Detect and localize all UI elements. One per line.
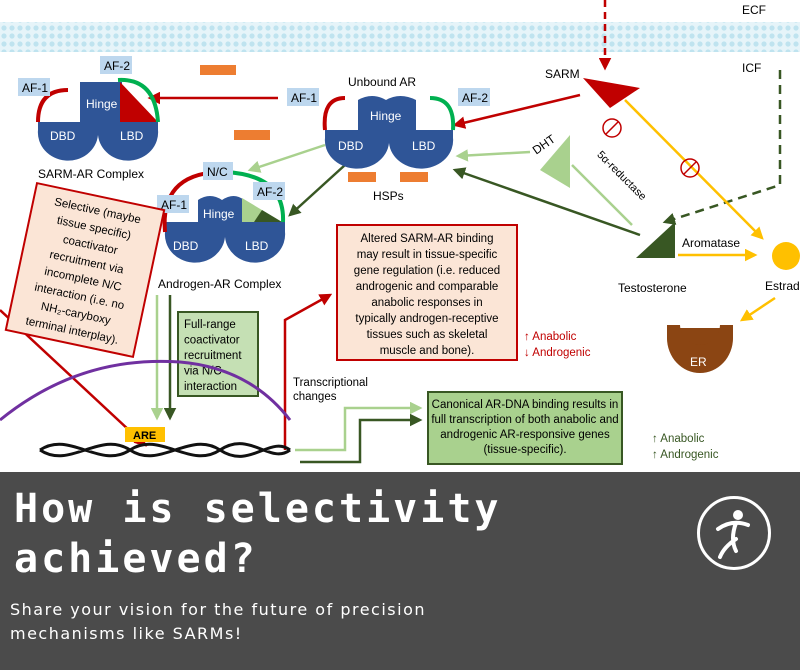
are-box — [125, 427, 165, 442]
fullrange-box-line: recruitment — [184, 350, 242, 362]
altered-box-line: anabolic responses in — [371, 297, 482, 309]
canonical-effect-anabolic: ↑ Anabolic — [652, 433, 705, 445]
altered-box-line: gene regulation (i.e. reduced — [354, 265, 500, 277]
fullrange-box-line: interaction — [184, 381, 237, 393]
svg-text:LBD: LBD — [245, 239, 269, 253]
running-figure-logo — [697, 496, 771, 570]
estradiol-circle — [772, 242, 800, 270]
blocked-icons — [602, 118, 700, 178]
svg-text:AF-1: AF-1 — [161, 198, 187, 212]
altered-box: Altered SARM-AR binding may result in tis… — [336, 224, 518, 361]
unbound-ar: Unbound AR AF-1 AF-2 Hinge DBD LBD HSPs — [287, 75, 490, 203]
svg-text:LBD: LBD — [412, 139, 436, 153]
transcriptional-label-2: changes — [293, 391, 337, 403]
subtitle-line: Share your vision for the future of prec… — [10, 600, 426, 619]
cell-membrane — [0, 22, 800, 52]
svg-text:AF-2: AF-2 — [104, 59, 130, 73]
canonical-effect-androgenic: ↑ Androgenic — [652, 449, 719, 461]
canonical-box-line: androgenic AR-responsive genes — [440, 429, 610, 441]
androgen-ar-complex: N/C AF-1 AF-2 Hinge DBD LBD Androgen-AR … — [157, 162, 286, 291]
canonical-box-line: (tissue-specific). — [483, 444, 566, 456]
svg-text:DBD: DBD — [173, 239, 199, 253]
sarm-ar-complex: AF-1 AF-2 Hinge DBD LBD SARM-AR Complex — [18, 56, 160, 181]
altered-box-line: tissues such as skeletal — [367, 329, 488, 341]
androgen-ar-title: Androgen-AR Complex — [158, 277, 281, 291]
fullrange-box-line: coactivator — [184, 335, 240, 347]
nuclear-envelope — [0, 359, 292, 422]
svg-text:AF-1: AF-1 — [291, 91, 317, 105]
hsps-label: HSPs — [373, 189, 404, 203]
svg-text:DBD: DBD — [50, 129, 76, 143]
svg-text:AF-1: AF-1 — [22, 81, 48, 95]
ecf-label: ECF — [742, 3, 766, 17]
estradiol-label: Estradiol — [765, 279, 800, 293]
ar-pathway-diagram: ECF ICF AF-1 AF-2 — [0, 0, 800, 465]
altered-box-line: Altered SARM-AR binding — [361, 233, 494, 245]
are-label: ARE — [133, 430, 156, 442]
svg-text:N/C: N/C — [207, 165, 228, 179]
icf-label: ICF — [742, 61, 761, 75]
svg-text:Hinge: Hinge — [370, 109, 402, 123]
aromatase-label: Aromatase — [682, 236, 740, 250]
altered-box-line: may result in tissue-specific — [357, 249, 498, 261]
fullrange-box-line: Full-range — [184, 319, 236, 331]
dht-triangle — [540, 135, 570, 188]
svg-text:Hinge: Hinge — [86, 97, 118, 111]
sarm-label: SARM — [545, 67, 580, 81]
unbound-ar-title: Unbound AR — [348, 75, 416, 89]
testosterone-triangle — [636, 222, 675, 258]
sarm-effect-androgenic: ↓ Androgenic — [524, 347, 591, 359]
coactivator-bar — [234, 130, 270, 140]
svg-text:LBD: LBD — [120, 129, 144, 143]
subtitle-line: mechanisms like SARMs! — [10, 624, 243, 643]
coactivator-bar — [200, 65, 236, 75]
canonical-box: Canonical AR-DNA binding results in full … — [427, 391, 623, 465]
svg-text:DBD: DBD — [338, 139, 364, 153]
subtitle: Share your vision for the future of prec… — [10, 598, 570, 646]
transcriptional-label: Transcriptional — [293, 377, 368, 389]
banner: How is selectivity achieved? Share your … — [0, 472, 800, 670]
canonical-box-line: full transcription of both anabolic and — [431, 414, 618, 426]
svg-text:Hinge: Hinge — [203, 207, 235, 221]
sarm-ar-title: SARM-AR Complex — [38, 167, 144, 181]
sarm-triangle — [583, 78, 640, 108]
dna-helix — [39, 442, 291, 458]
altered-box-line: muscle and bone). — [380, 345, 475, 357]
er-label: ER — [690, 355, 707, 369]
svg-text:AF-2: AF-2 — [462, 91, 488, 105]
sarm-effect-anabolic: ↑ Anabolic — [524, 331, 577, 343]
altered-box-line: typically androgen-receptive — [355, 313, 498, 325]
altered-box-line: androgenic and comparable — [356, 281, 499, 293]
headline: How is selectivity achieved? — [14, 486, 502, 582]
testosterone-label: Testosterone — [618, 281, 687, 295]
svg-text:AF-2: AF-2 — [257, 185, 283, 199]
canonical-box-line: Canonical AR-DNA binding results in — [432, 399, 619, 411]
